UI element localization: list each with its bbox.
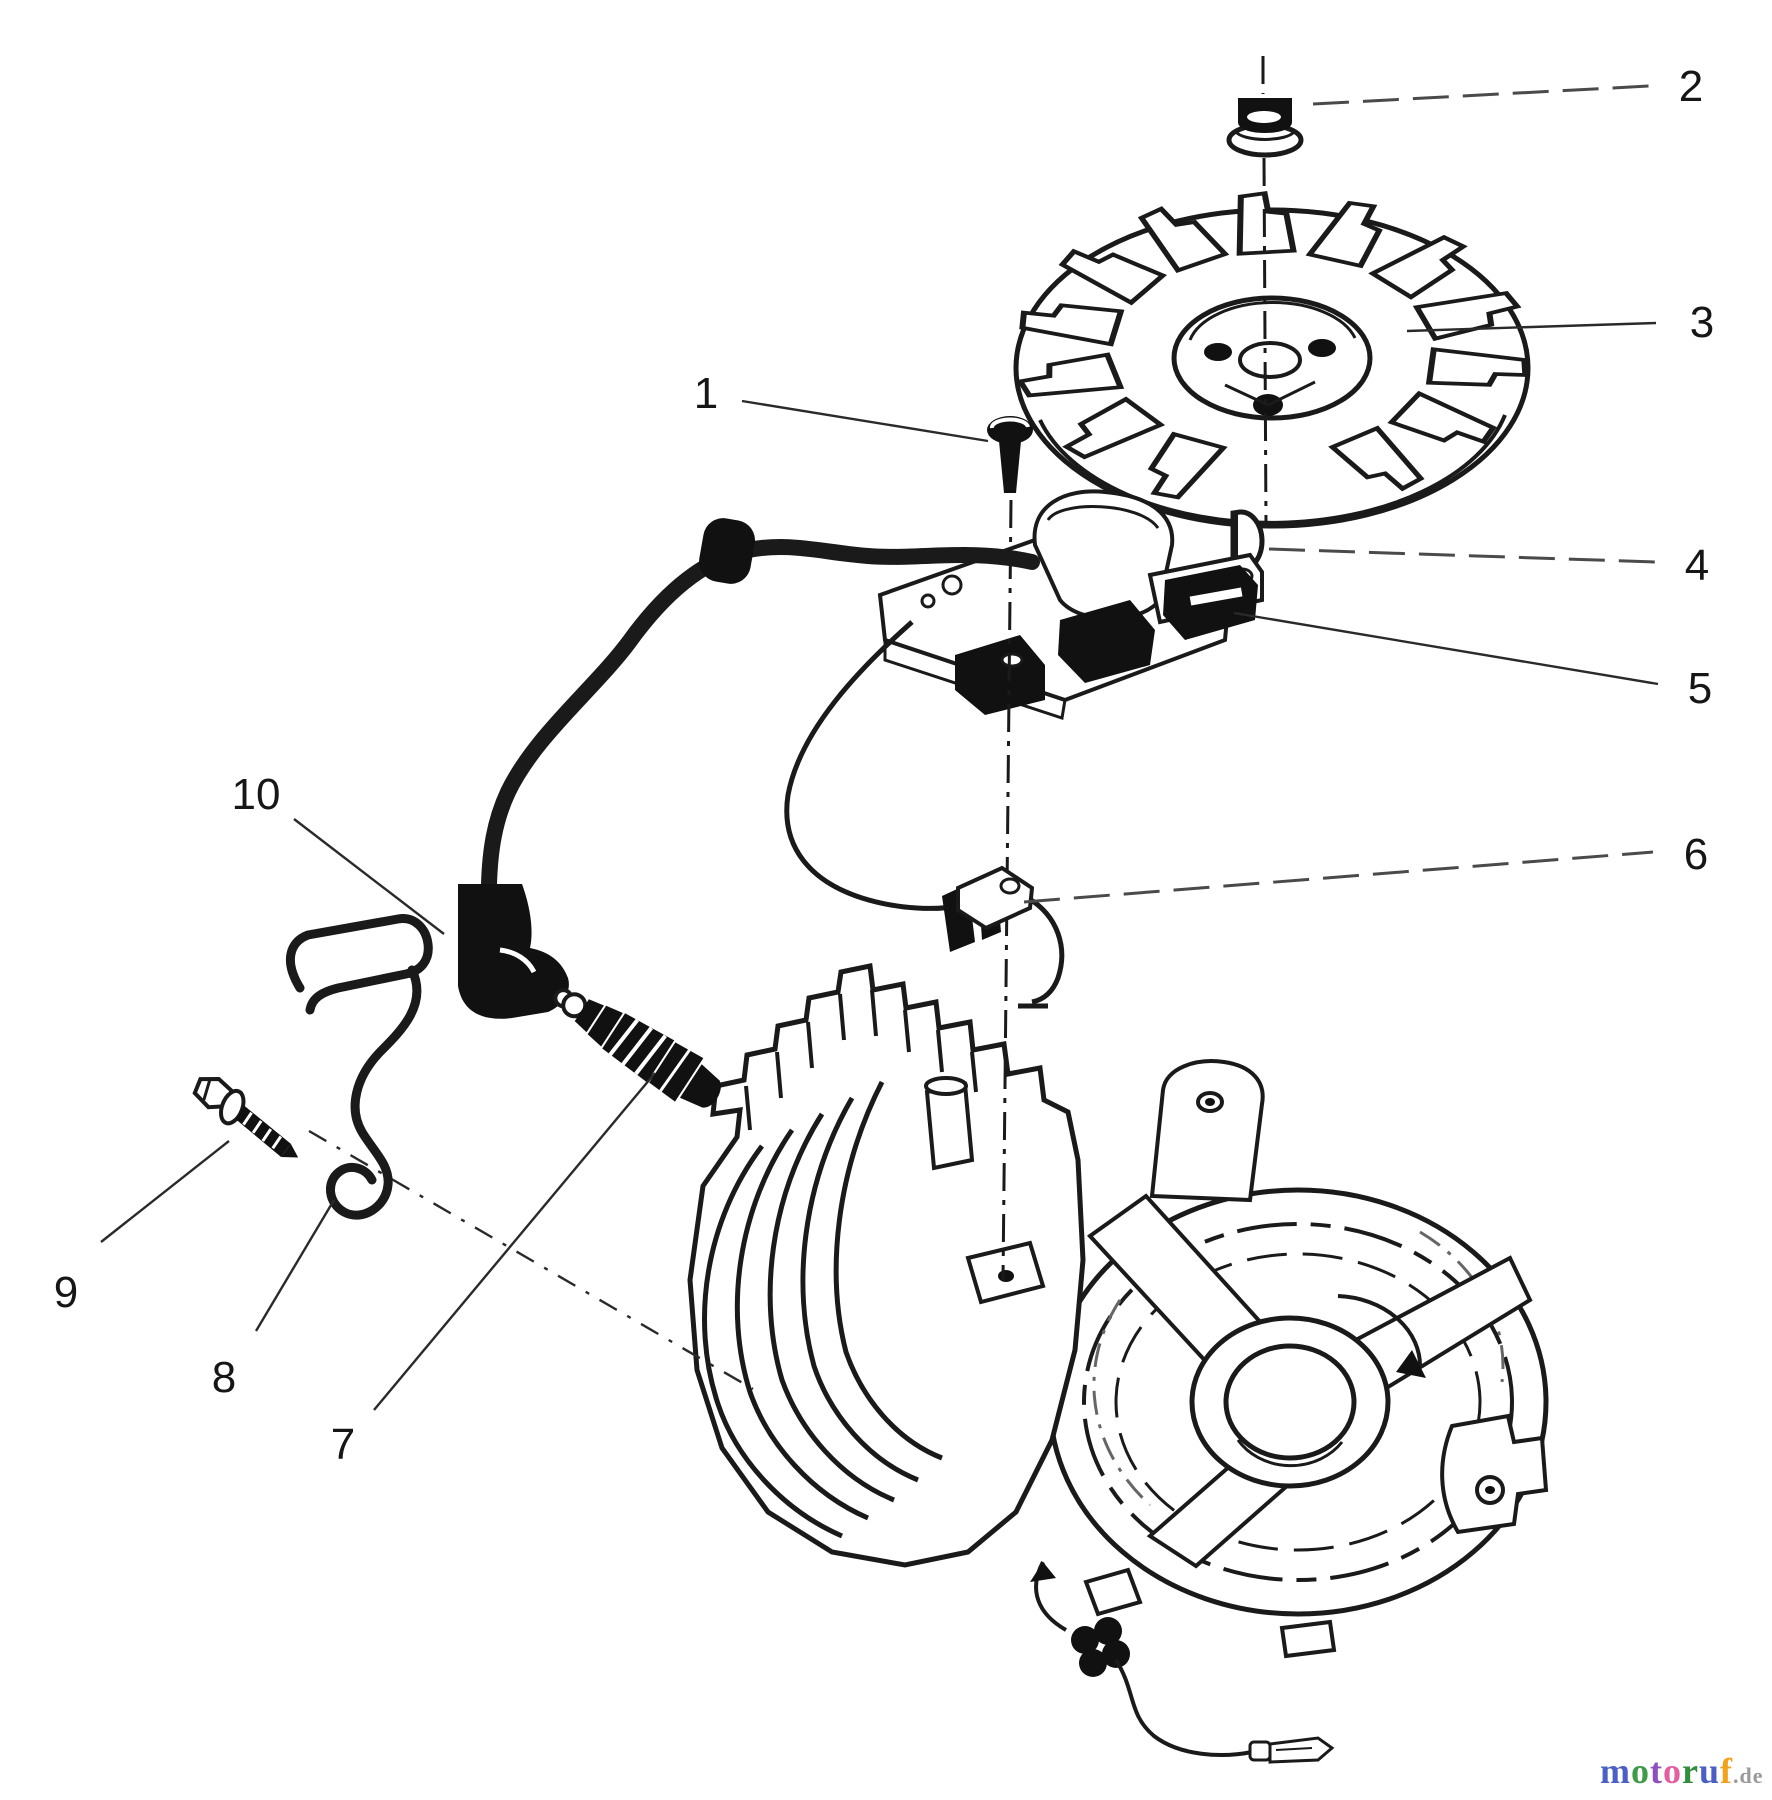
mounting-screw bbox=[987, 416, 1033, 493]
callout-label-10: 10 bbox=[232, 770, 281, 819]
callout-label-3: 3 bbox=[1690, 298, 1714, 347]
cooling-fin bbox=[734, 1128, 869, 1521]
callout-label-2: 2 bbox=[1679, 62, 1703, 111]
svg-text:motoruf.de: motoruf.de bbox=[1600, 1751, 1764, 1791]
watermark-suffix: .de bbox=[1733, 1763, 1764, 1788]
leader-line-4 bbox=[1268, 547, 1657, 564]
coil-kill-wire bbox=[784, 620, 1065, 1009]
crankshaft-hole bbox=[1223, 1343, 1357, 1461]
flywheel bbox=[1013, 157, 1531, 529]
cable-grommet bbox=[699, 518, 755, 584]
watermark-logo: motoruf.de bbox=[1600, 1751, 1764, 1791]
wire-hook bbox=[285, 914, 433, 1220]
leader-line-3 bbox=[1406, 321, 1657, 333]
leader-line-10 bbox=[293, 818, 445, 935]
callout-label-9: 9 bbox=[54, 1268, 78, 1317]
callout-label-7: 7 bbox=[331, 1420, 355, 1469]
housing-top-tab bbox=[1149, 1059, 1265, 1203]
coil-screw-axis-line bbox=[1001, 499, 1013, 1281]
watermark-letter: f bbox=[1720, 1751, 1733, 1791]
coil-lamination-leg bbox=[955, 635, 1045, 715]
ignition-coil bbox=[877, 489, 1264, 720]
wire-grommet bbox=[1071, 1617, 1130, 1677]
callout-label-8: 8 bbox=[212, 1353, 236, 1402]
bolt-axis-line bbox=[308, 1129, 754, 1391]
spade-connector bbox=[1248, 1736, 1335, 1764]
flywheel-hub bbox=[1171, 295, 1373, 421]
blower-housing bbox=[1047, 1059, 1549, 1659]
leader-line-9 bbox=[100, 1140, 230, 1243]
leader-line-7 bbox=[373, 1072, 656, 1411]
cooling-fin bbox=[833, 1080, 943, 1461]
callout-label-4: 4 bbox=[1685, 541, 1709, 590]
leader-line-1 bbox=[741, 399, 989, 443]
flange-nut bbox=[1226, 98, 1304, 158]
spark-plug bbox=[553, 988, 721, 1108]
wire-clamp bbox=[942, 865, 1035, 952]
watermark-letter: u bbox=[1699, 1751, 1720, 1791]
rotation-arrow bbox=[1337, 1294, 1423, 1369]
flywheel-fan-blades bbox=[1016, 191, 1529, 500]
flywheel-axis-line bbox=[1262, 157, 1268, 526]
leader-line-8 bbox=[254, 1199, 336, 1332]
ground-wire-assembly bbox=[1030, 1561, 1335, 1764]
watermark-letter: r bbox=[1682, 1751, 1699, 1791]
callout-label-6: 6 bbox=[1684, 830, 1708, 879]
hook-bolt bbox=[192, 1077, 299, 1158]
coil-lamination-leg bbox=[1058, 600, 1155, 683]
engine-cylinder bbox=[687, 963, 1086, 1568]
wire-arrow-end bbox=[1030, 1562, 1056, 1582]
leader-line-5 bbox=[1233, 611, 1659, 686]
leader-lines bbox=[100, 84, 1659, 1411]
spark-plug-boss bbox=[924, 1081, 975, 1171]
watermark-letter: o bbox=[1631, 1751, 1650, 1791]
watermark-letter: t bbox=[1650, 1751, 1663, 1791]
cooling-fin bbox=[702, 1144, 843, 1539]
watermark-letter: m bbox=[1600, 1751, 1631, 1791]
housing-side-bracket bbox=[1440, 1413, 1549, 1535]
spark-plug-cable bbox=[458, 518, 1040, 1019]
callout-label-1: 1 bbox=[694, 369, 718, 418]
cooling-fin bbox=[800, 1096, 919, 1483]
leader-line-6 bbox=[1023, 850, 1654, 904]
cooling-fin bbox=[767, 1112, 895, 1503]
watermark-letter: o bbox=[1663, 1751, 1682, 1791]
leader-line-2 bbox=[1312, 84, 1650, 106]
callout-label-5: 5 bbox=[1688, 664, 1712, 713]
